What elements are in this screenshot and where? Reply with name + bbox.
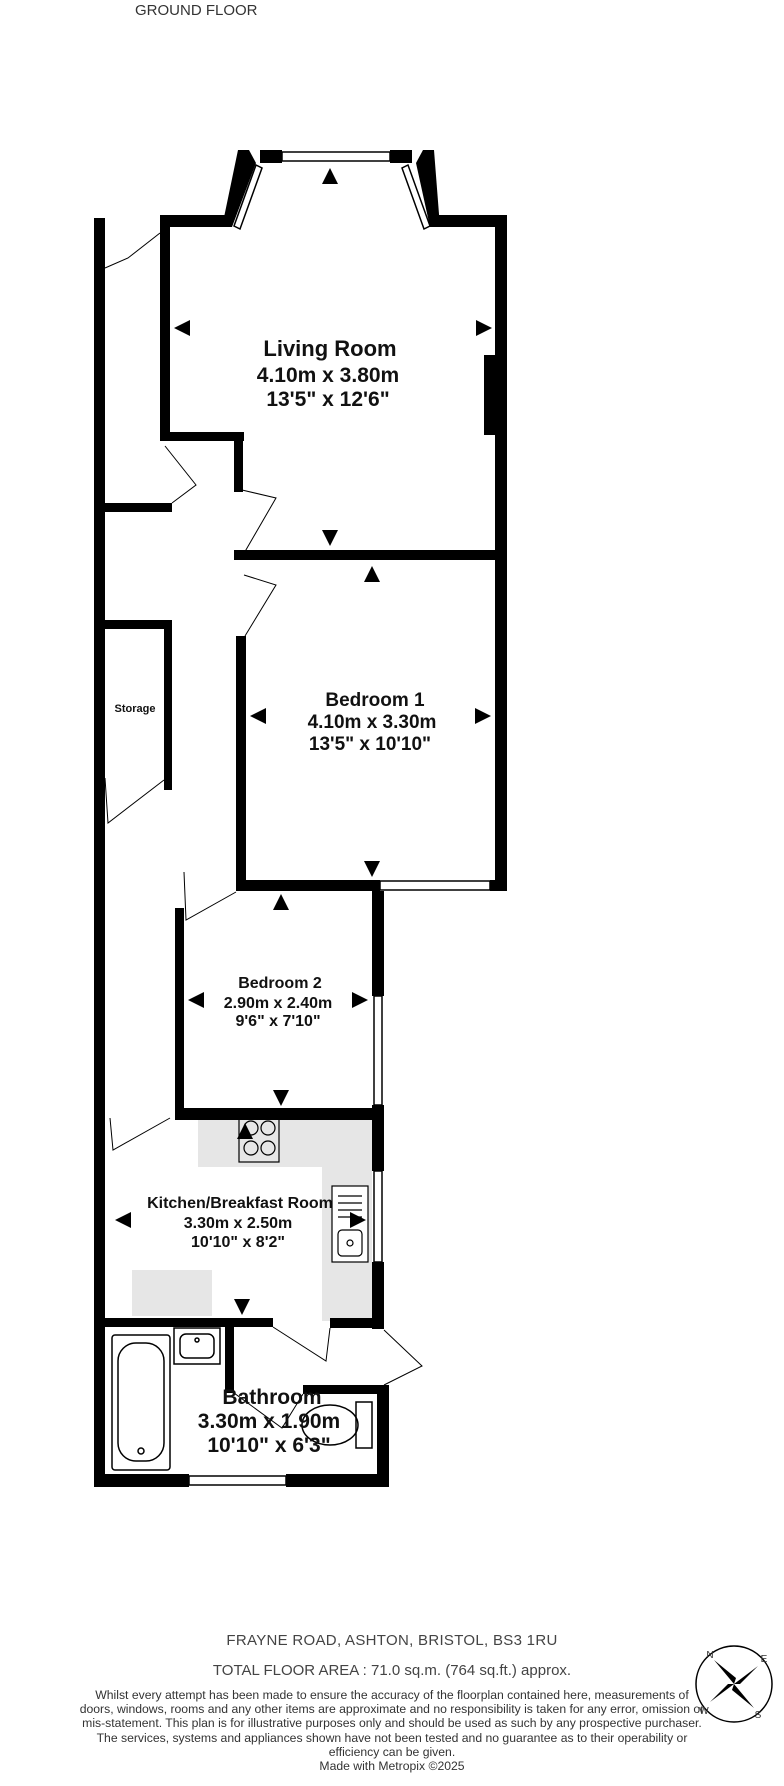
bedroom-2-metric: 2.90m x 2.40m [224, 995, 333, 1012]
living-room-metric: 4.10m x 3.80m [257, 364, 399, 387]
total-floor-area: TOTAL FLOOR AREA : 71.0 sq.m. (764 sq.ft… [212, 1662, 572, 1679]
compass-s: S [755, 1710, 762, 1721]
kitchen-label: Kitchen/Breakfast Room 3.30m x 2.50m 10'… [147, 1195, 333, 1251]
compass-n: N [706, 1650, 713, 1661]
living-room-name: Living Room [263, 336, 396, 361]
bathroom-imperial: 10'10" x 6'3" [207, 1434, 330, 1457]
living-room-label: Living Room 4.10m x 3.80m 13'5" x 12'6" [257, 336, 399, 411]
storage-label: Storage [115, 703, 156, 715]
walls [94, 150, 507, 1487]
disclaimer: Whilst every attempt has been made to en… [0, 1688, 784, 1773]
bedroom-2-label: Bedroom 2 2.90m x 2.40m 9'6" x 7'10" [224, 975, 333, 1030]
bathroom-label: Bathroom 3.30m x 1.90m 10'10" x 6'3" [198, 1386, 340, 1457]
kitchen-name: Kitchen/Breakfast Room [147, 1195, 333, 1212]
wash-basin-icon [173, 1327, 221, 1365]
storage-name: Storage [115, 703, 156, 715]
compass-e: E [761, 1654, 768, 1665]
door-swings [104, 232, 423, 1429]
compass-rose-icon: N E S W [695, 1645, 773, 1723]
living-room-imperial: 13'5" x 12'6" [266, 388, 389, 411]
bathroom-metric: 3.30m x 1.90m [198, 1410, 340, 1433]
bedroom-1-name: Bedroom 1 [325, 690, 425, 711]
disclaimer-text: Whilst every attempt has been made to en… [79, 1688, 705, 1759]
made-with-credit: Made with Metropix ©2025 [319, 1759, 465, 1774]
kitchen-imperial: 10'10" x 8'2" [191, 1234, 285, 1251]
compass-w: W [699, 1706, 709, 1717]
toilet-icon [301, 1401, 373, 1449]
floor-title: GROUND FLOOR [135, 2, 258, 19]
bedroom-2-name: Bedroom 2 [238, 975, 322, 992]
bedroom-1-imperial: 13'5" x 10'10" [309, 734, 431, 755]
bedroom-2-imperial: 9'6" x 7'10" [235, 1013, 320, 1030]
dimension-arrows [115, 168, 492, 1315]
bedroom-1-label: Bedroom 1 4.10m x 3.30m 13'5" x 10'10" [308, 690, 437, 755]
bath-tub-icon [111, 1334, 171, 1471]
bedroom-1-metric: 4.10m x 3.30m [308, 712, 437, 733]
kitchen-metric: 3.30m x 2.50m [184, 1215, 293, 1232]
windows [188, 151, 491, 1486]
property-address: FRAYNE ROAD, ASHTON, BRISTOL, BS3 1RU [226, 1632, 558, 1649]
bathroom-name: Bathroom [222, 1386, 321, 1409]
